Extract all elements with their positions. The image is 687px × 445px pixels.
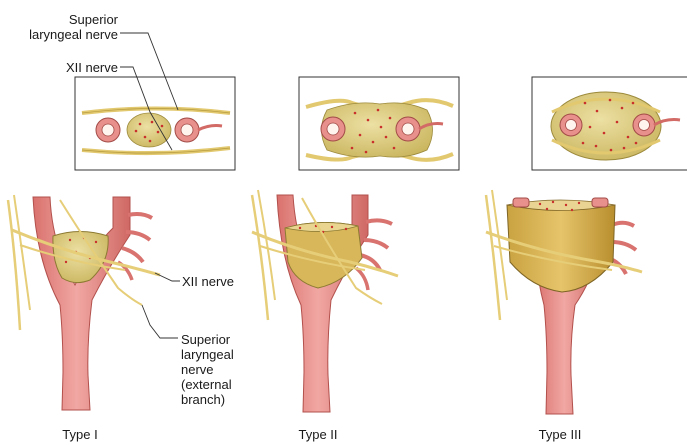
carotid-artery	[33, 197, 130, 410]
bifurcation-type-3	[486, 190, 642, 414]
label-line: Superior	[181, 332, 234, 347]
label-superior-laryngeal-nerve: Superior laryngeal nerve	[10, 12, 118, 42]
label-line: Superior	[10, 12, 118, 27]
label-xii-nerve-side: XII nerve	[182, 274, 234, 289]
label-line: branch)	[181, 392, 234, 407]
label-type-2: Type II	[288, 427, 348, 442]
label-type-3: Type III	[528, 427, 592, 442]
bifurcation-type-2	[252, 190, 398, 412]
cross-section-type-1	[75, 77, 235, 170]
bifurcation-type-1	[8, 195, 160, 410]
cross-section-type-3	[532, 77, 687, 170]
label-line: laryngeal	[181, 347, 234, 362]
label-line: (external	[181, 377, 234, 392]
carotid-body-tumor	[507, 205, 615, 292]
tumor-cross-section	[127, 113, 171, 147]
cross-section-type-2	[299, 77, 459, 170]
label-line: laryngeal nerve	[10, 27, 118, 42]
label-xii-nerve-top: XII nerve	[40, 60, 118, 75]
label-superior-laryngeal-nerve-external-branch: Superior laryngeal nerve (external branc…	[181, 332, 234, 407]
label-line: nerve	[181, 362, 234, 377]
label-type-1: Type I	[50, 427, 110, 442]
